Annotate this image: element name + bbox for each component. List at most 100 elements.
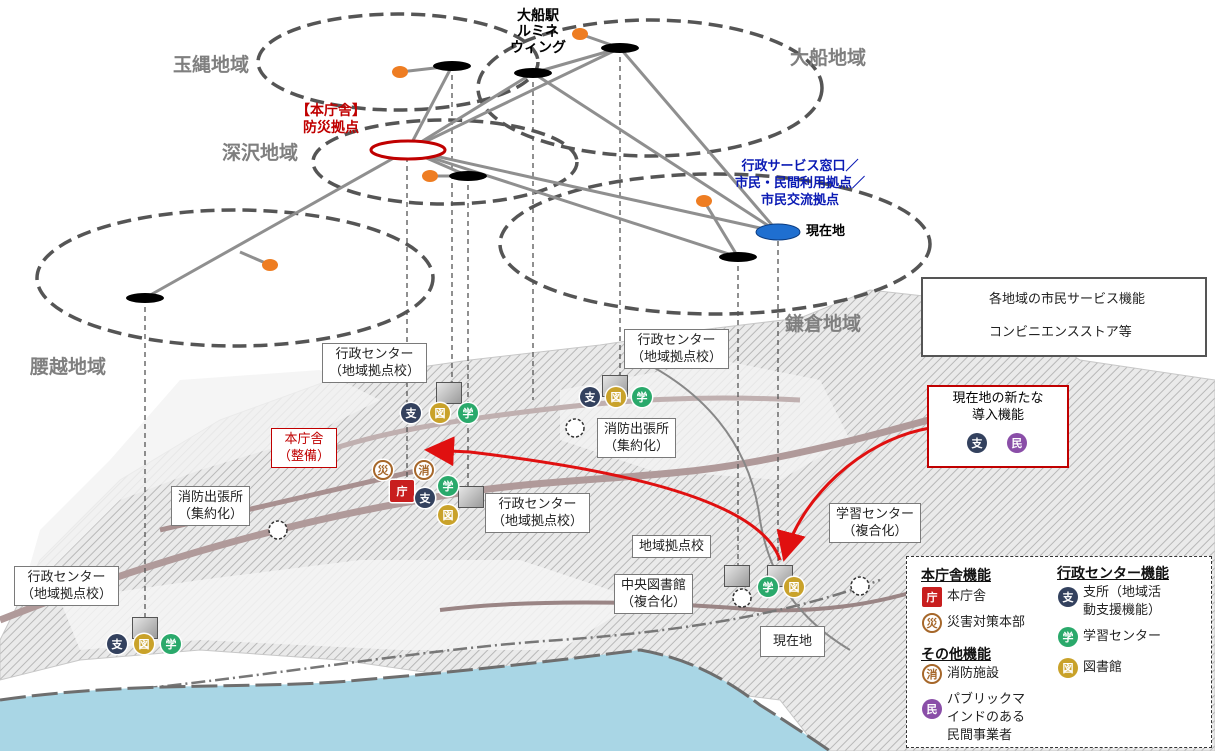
- library-icon: 図: [438, 505, 458, 525]
- convenience-node: [422, 170, 438, 182]
- convenience-nodes: [262, 28, 712, 271]
- land-light: [20, 370, 380, 600]
- callout-gyosei-center: 行政センター （地域拠点校）: [322, 343, 428, 383]
- legend-gyosei-heading: 行政センター機能: [1057, 566, 1169, 582]
- callout-genzaichi: 現在地: [760, 626, 826, 657]
- learning-icon: 学: [758, 577, 778, 597]
- fire-station-marker: [850, 576, 870, 596]
- service-node: [719, 252, 757, 262]
- legend-saigai-text: 災害対策本部: [947, 615, 1026, 630]
- shisho-icon: 支: [415, 488, 435, 508]
- building-icon: [436, 382, 462, 404]
- callout-gyosei-center: 行政センター （地域拠点校）: [624, 329, 730, 369]
- region-ellipse-ofuna: [476, 18, 824, 158]
- legend-tosho-text: 図書館: [1083, 660, 1123, 675]
- building-icon: [724, 565, 750, 587]
- callout-gyosei-center: 行政センター （地域拠点校）: [14, 566, 120, 606]
- learning-icon: 学: [458, 403, 478, 423]
- convenience-node: [262, 259, 278, 271]
- legend-honchosha-text: 本庁舎: [947, 589, 987, 604]
- legend-honchosha-heading: 本庁舎機能: [921, 568, 991, 584]
- shisho-icon: 支: [1058, 587, 1078, 607]
- road: [439, 588, 921, 613]
- library-icon: 図: [784, 577, 804, 597]
- building-icon: [458, 486, 484, 508]
- move-arrow: [424, 436, 782, 561]
- region-ellipse-tamanawa: [256, 12, 540, 112]
- honchosha-icon: 庁: [390, 480, 414, 502]
- callout-shobo: 消防出張所 （集約化）: [597, 418, 677, 458]
- legend-service-functions: 各地域の市民サービス機能 コンビニエンスストア等: [921, 277, 1207, 357]
- callout-gyosei-center: 行政センター （地域拠点校）: [485, 493, 591, 533]
- rail: [639, 359, 851, 651]
- minkan-icon: 民: [1007, 433, 1027, 453]
- legend-other-heading: その他機能: [921, 647, 991, 663]
- service-node: [126, 293, 164, 303]
- region-label-fukasawa: 深沢地域: [222, 142, 299, 164]
- saigai-icon: 災: [373, 460, 393, 480]
- honchosha-node: [369, 139, 447, 161]
- shisho-icon: 支: [967, 433, 987, 453]
- fire-station-marker: [732, 588, 752, 608]
- legend-public-text: パブリックマ インドのある 民間事業者: [947, 692, 1026, 743]
- convenience-node: [696, 195, 712, 207]
- shobo-icon: 消: [922, 664, 942, 684]
- new-function-arrow: [776, 426, 931, 562]
- legend-service-text: 各地域の市民サービス機能: [989, 292, 1146, 307]
- road: [0, 396, 1001, 624]
- shobo-icon: 消: [414, 460, 434, 480]
- learning-icon: 学: [438, 476, 458, 496]
- legend-shobo-text: 消防施設: [947, 666, 1000, 681]
- callout-gakushu-center: 学習センター （複合化）: [829, 503, 922, 543]
- new-functions-title: 現在地の新たな 導入機能: [952, 391, 1044, 423]
- honchosha-label: 【本庁舎】 防災拠点: [296, 103, 366, 136]
- shisho-icon: 支: [580, 387, 600, 407]
- legend-function-icons: 本庁舎機能 庁 本庁舎 災 災害対策本部 その他機能 消 消防施設 民 パブリッ…: [906, 556, 1212, 748]
- new-functions-box: 現在地の新たな 導入機能 支 民: [927, 385, 1069, 468]
- callout-chuo-library: 中央図書館 （複合化）: [614, 574, 694, 614]
- region-ellipse-fukasawa: [311, 118, 579, 206]
- region-ellipse-koshigoe: [35, 208, 435, 348]
- service-nodes: [126, 43, 757, 303]
- region-label-kamakura: 鎌倉地域: [785, 313, 862, 335]
- region-ellipse-kamakura: [498, 172, 932, 316]
- service-node: [433, 61, 471, 71]
- sea: [0, 650, 830, 751]
- learning-icon: 学: [161, 634, 181, 654]
- service-node: [449, 171, 487, 181]
- callout-honchosha: 本庁舎 （整備）: [271, 428, 338, 468]
- station-label: 大船駅 ルミネ ウィング: [510, 8, 566, 56]
- shisho-icon: 支: [107, 634, 127, 654]
- region-label-tamanawa: 玉縄地域: [173, 54, 250, 76]
- service-node: [601, 43, 639, 53]
- fire-station-marker: [268, 520, 288, 540]
- saigai-icon: 災: [922, 613, 942, 633]
- fire-station-markers: [268, 418, 870, 608]
- coast: [0, 648, 831, 751]
- land-light: [60, 560, 640, 650]
- library-icon: 図: [1058, 658, 1078, 678]
- network-lines: [144, 32, 780, 300]
- honchosha-icon: 庁: [922, 587, 942, 607]
- road: [299, 395, 801, 463]
- minkan-icon: 民: [922, 699, 942, 719]
- vertical-connectors: [144, 48, 779, 630]
- learning-icon: 学: [632, 387, 652, 407]
- region-label-ofuna: 大船地域: [790, 47, 867, 69]
- fire-station-marker: [565, 418, 585, 438]
- legend-convenience-text: コンビニエンスストア等: [989, 325, 1132, 340]
- shisho-icon: 支: [401, 403, 421, 423]
- current-site-description: 行政サービス窓口／ 市民・民間利用拠点／ 市民交流拠点: [735, 159, 866, 208]
- convenience-node: [572, 28, 588, 40]
- current-site-node: [755, 223, 801, 241]
- region-label-koshigoe: 腰越地域: [30, 356, 107, 378]
- library-icon: 図: [134, 634, 154, 654]
- legend-gakushu-text: 学習センター: [1083, 629, 1162, 644]
- library-icon: 図: [606, 387, 626, 407]
- library-icon: 図: [430, 403, 450, 423]
- service-node: [514, 68, 552, 78]
- convenience-node: [392, 66, 408, 78]
- legend-shisho-text: 支所（地域活 動支援機能）: [1083, 585, 1162, 618]
